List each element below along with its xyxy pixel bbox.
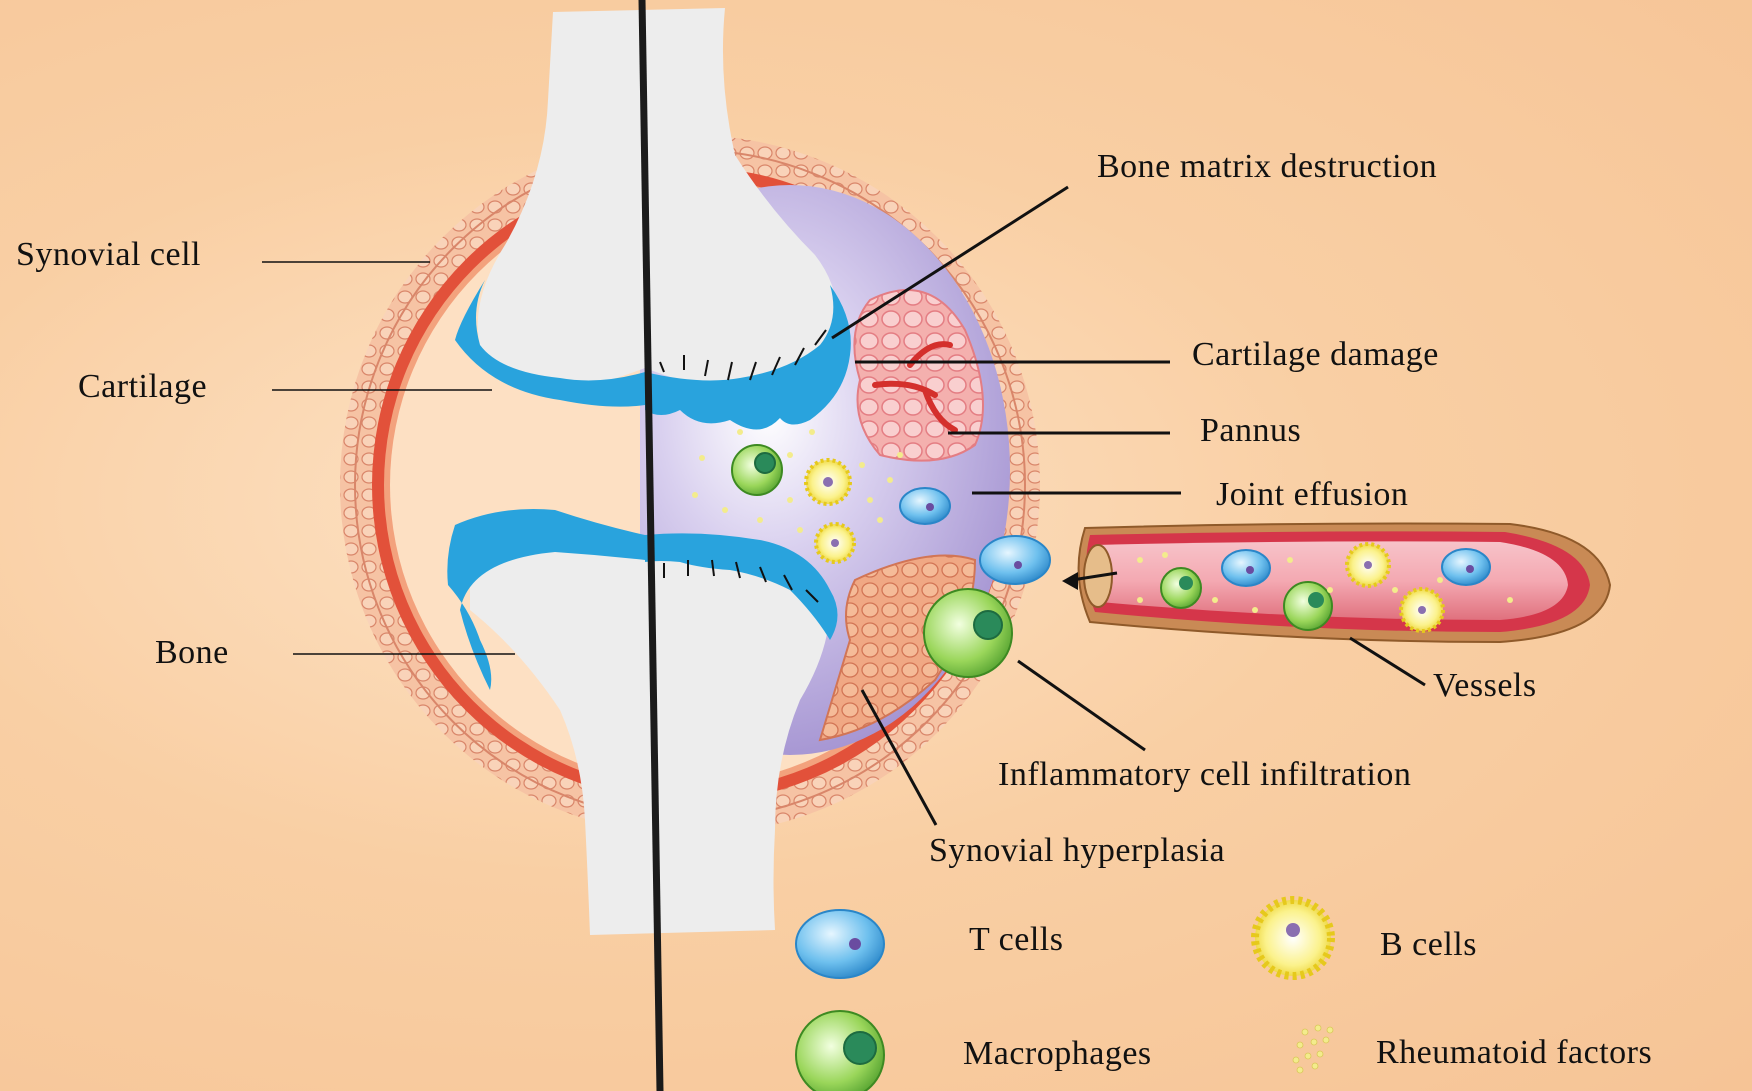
label-synovial-cell: Synovial cell — [16, 238, 201, 272]
label-bone: Bone — [155, 636, 229, 670]
label-cartilage-damage: Cartilage damage — [1192, 338, 1439, 372]
label-pannus: Pannus — [1200, 414, 1301, 448]
legend-t-cell-icon — [796, 910, 884, 978]
blood-vessel — [1079, 524, 1610, 643]
label-synovial-hyperplasia: Synovial hyperplasia — [929, 834, 1225, 868]
label-inflammatory-cell-infiltration: Inflammatory cell infiltration — [998, 758, 1411, 792]
t-cell — [900, 488, 950, 524]
legend-rheumatoid-factor-icon — [1293, 1025, 1333, 1073]
t-cell — [980, 536, 1050, 584]
b-cell — [1401, 589, 1443, 631]
label-vessels: Vessels — [1433, 669, 1537, 703]
macrophage — [1284, 582, 1332, 630]
legend-b-cell-icon — [1255, 900, 1331, 976]
label-joint-effusion: Joint effusion — [1216, 478, 1408, 512]
macrophage — [1161, 568, 1201, 608]
b-cell — [806, 460, 850, 504]
legend-rheumatoid-factors-label: Rheumatoid factors — [1376, 1036, 1652, 1070]
legend-t-cells-label: T cells — [969, 923, 1063, 957]
b-cell — [1347, 544, 1389, 586]
label-bone-matrix-destruction: Bone matrix destruction — [1097, 150, 1437, 184]
label-cartilage: Cartilage — [78, 370, 207, 404]
legend-b-cells-label: B cells — [1380, 928, 1477, 962]
t-cell — [1442, 549, 1490, 585]
b-cell — [816, 524, 854, 562]
t-cell — [1222, 550, 1270, 586]
legend-macrophages-label: Macrophages — [963, 1037, 1152, 1071]
